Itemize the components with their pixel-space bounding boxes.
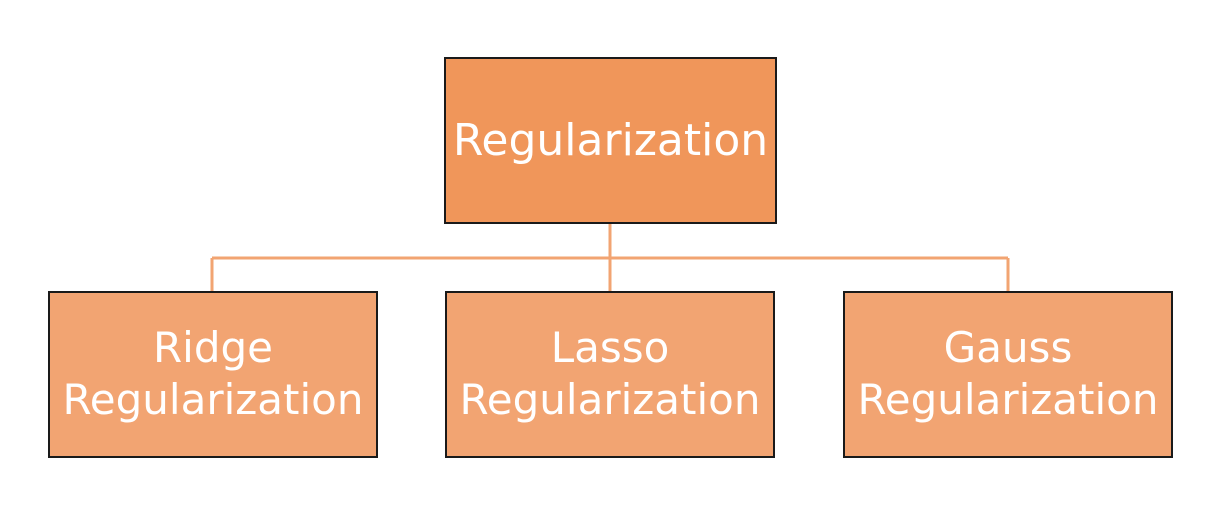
lasso-node-label-line2: Regularization (459, 374, 761, 424)
lasso-node-label-line1: Lasso (550, 323, 670, 373)
child-node-ridge-regularization: Ridge Regularization (48, 291, 378, 458)
root-node-label: Regularization (452, 114, 769, 166)
ridge-node-label-line2: Regularization (62, 374, 364, 424)
root-node-regularization: Regularization (444, 57, 777, 224)
ridge-node-label-line1: Ridge (152, 323, 273, 373)
child-node-gauss-regularization: Gauss Regularization (843, 291, 1173, 458)
gauss-node-label-line2: Regularization (857, 374, 1159, 424)
child-node-lasso-regularization: Lasso Regularization (445, 291, 775, 458)
gauss-node-label-line1: Gauss (943, 323, 1073, 373)
